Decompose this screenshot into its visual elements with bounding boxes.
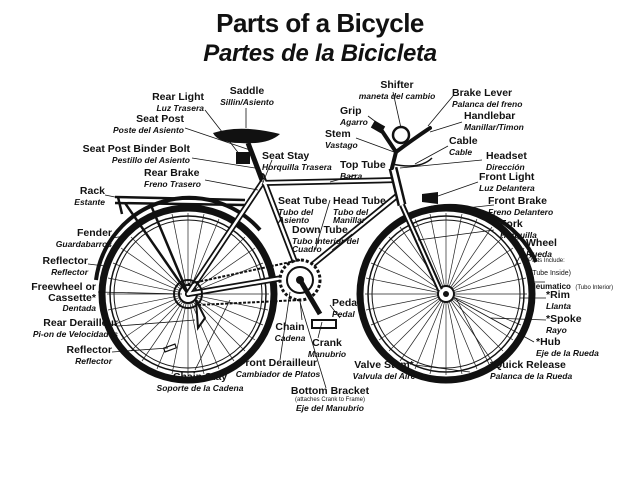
grip <box>370 120 386 134</box>
front-light <box>422 192 438 204</box>
rear-derailleur <box>195 299 207 331</box>
saddle <box>213 128 280 144</box>
label-bottom-bracket: Bottom Bracket(attaches Crank to Frame)E… <box>290 385 370 413</box>
label-tube: (Tube Inside)Neumatico (Tubo Interior) <box>530 270 614 291</box>
shifter <box>391 125 411 145</box>
reflector-spoke <box>162 343 178 353</box>
rack <box>114 195 246 295</box>
crank <box>297 278 323 316</box>
title-english: Parts of a Bicycle <box>216 8 424 38</box>
pedal <box>311 319 337 329</box>
leader-lines <box>87 91 547 389</box>
label-valve-stem: Valve Stem*Valvula del Aire <box>352 359 416 381</box>
rear-fender <box>94 195 262 281</box>
title-spanish: Partes de la Bicicleta <box>203 40 437 67</box>
label-freewheel: Freewheel or Cassette*Dentada <box>31 281 96 313</box>
rear-light <box>236 152 250 164</box>
seat-post <box>245 142 265 181</box>
cable <box>391 157 433 167</box>
chain <box>187 259 301 306</box>
